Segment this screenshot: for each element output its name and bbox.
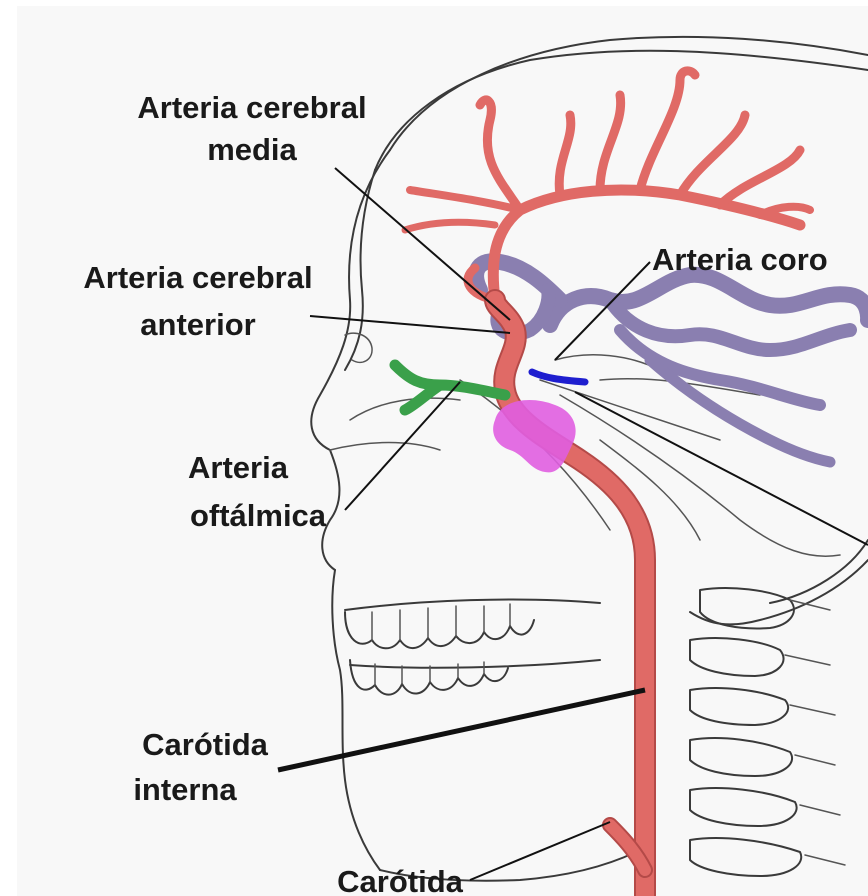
ophthalmic-artery [395,365,505,410]
label-cerebral-anterior-line2: anterior [140,307,255,342]
labels: Arteria cerebral media Arteria cerebral … [83,90,827,896]
teeth [345,604,534,695]
pointer-carotida-externa [470,822,610,880]
label-oftalmica-line2: oftálmica [190,498,327,533]
label-cerebral-anterior-line1: Arteria cerebral [83,260,312,295]
pituitary-gland [493,400,576,472]
pointer-cerebral-anterior [310,316,510,333]
diagram-panel: Arteria cerebral media Arteria cerebral … [17,6,868,896]
label-oftalmica-line1: Arteria [188,450,289,485]
cervical-spine [690,588,845,876]
label-cerebral-media-line1: Arteria cerebral [137,90,366,125]
label-carotida-externa: Carótida [337,864,464,896]
head-arteries-diagram: Arteria cerebral media Arteria cerebral … [17,6,868,896]
label-carotida-interna-line1: Carótida [142,727,269,762]
pointer-carotida-interna [278,690,645,770]
label-cerebral-media-line2: media [207,132,297,167]
label-carotida-interna-line2: interna [133,772,237,807]
pointer-oftalmica [345,382,460,510]
label-coroidea: Arteria coro [652,242,828,277]
